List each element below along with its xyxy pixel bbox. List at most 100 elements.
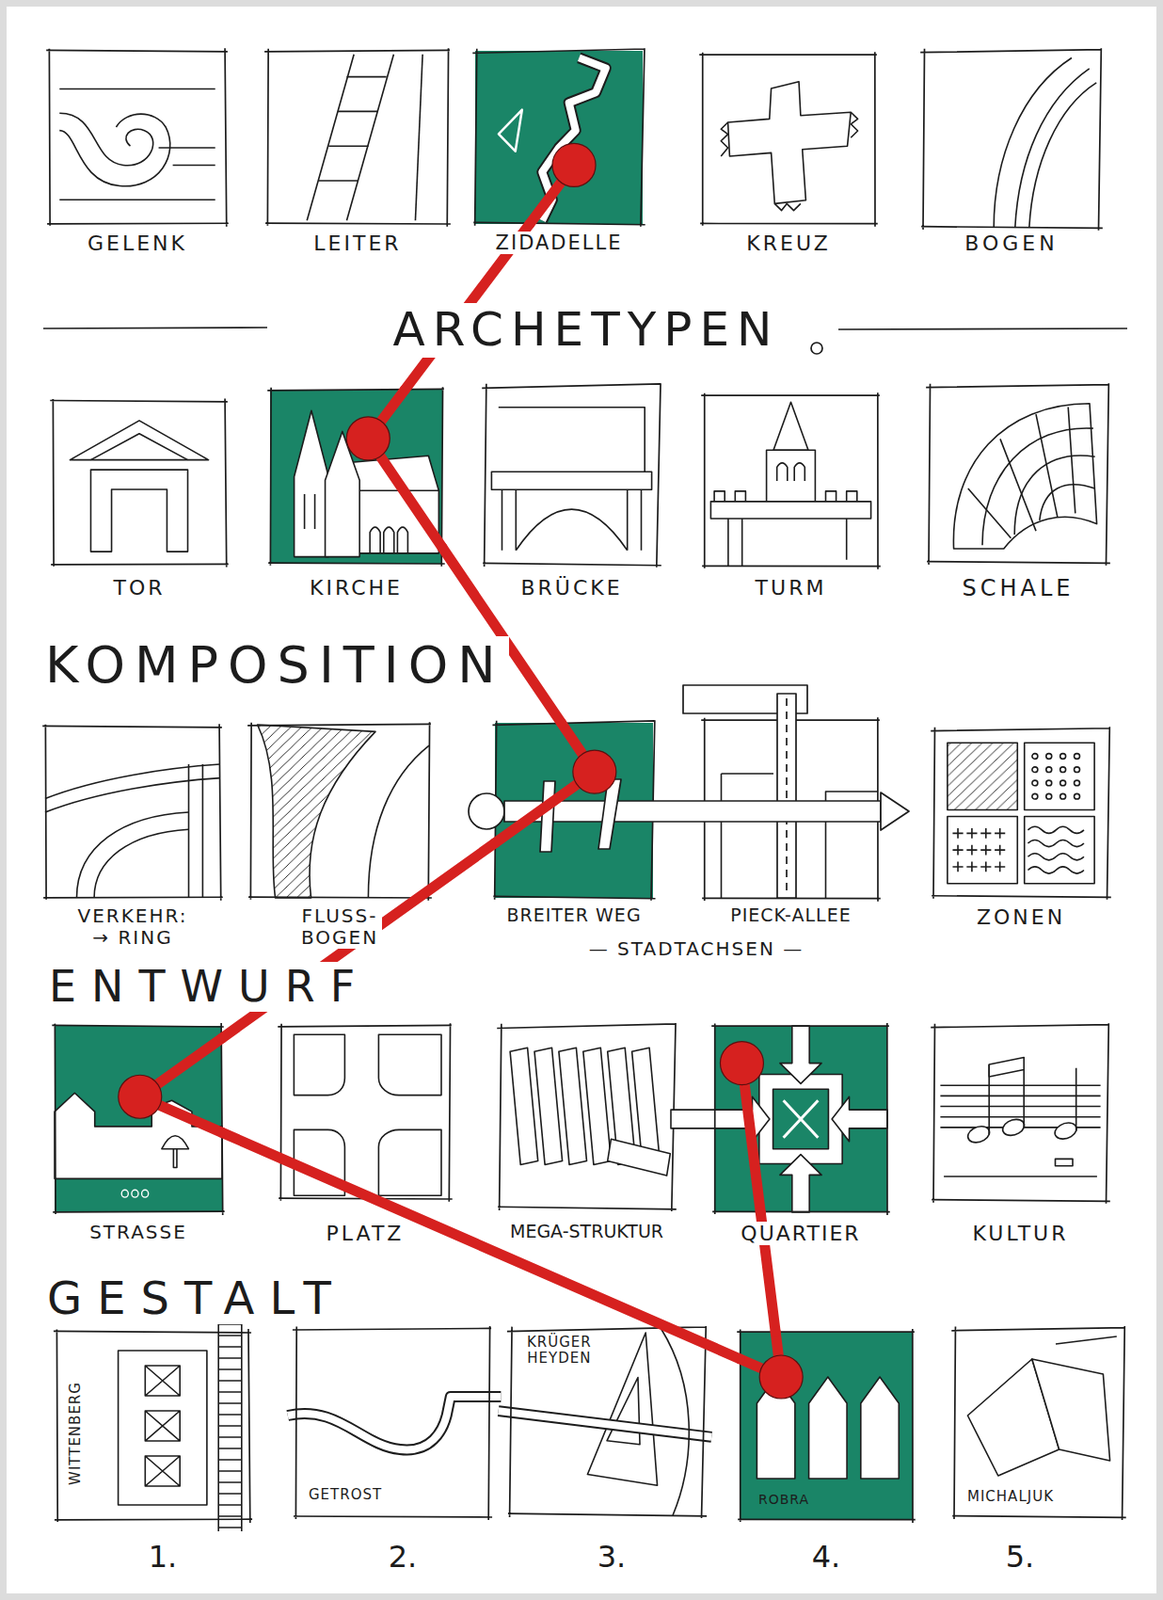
box-label: PIECK-ALLEE: [726, 905, 855, 926]
axis-caption: — STADTACHSEN —: [585, 938, 808, 960]
connector-stub: [741, 1063, 761, 1212]
sketch-stroke: [293, 1034, 345, 1095]
box-outline: [46, 47, 229, 227]
box-sketch: [920, 47, 1103, 231]
sketch-stroke: [943, 1175, 1098, 1178]
sketch-stroke: [1055, 1336, 1117, 1344]
sketch-box: KREUZ: [701, 54, 876, 224]
box-outline: [700, 392, 881, 569]
band-fill: [498, 1410, 713, 1437]
sketch-stroke: [498, 407, 645, 472]
box-sketch: [472, 47, 645, 227]
box-sketch: [53, 1320, 253, 1531]
sketch-stroke: [367, 745, 430, 898]
label-holder: 1.: [144, 1539, 182, 1575]
red-connector: [442, 547, 561, 723]
sketch-stroke: [947, 816, 1018, 884]
sketch-stroke: [728, 81, 852, 205]
sketch-stroke: [968, 1118, 1077, 1143]
box-sketch: [498, 1325, 713, 1518]
sketch-stroke: [607, 1138, 671, 1176]
sketch-stroke: [783, 1099, 819, 1138]
sketch-stroke: [714, 491, 858, 502]
label-holder: 5.: [1002, 1539, 1039, 1575]
box-outline: [49, 398, 229, 567]
box-sketch: [267, 386, 445, 567]
band-outline: [498, 1410, 713, 1437]
sketch-stroke: [947, 742, 1018, 810]
section-heading: ARCHETYPEN: [389, 302, 784, 358]
box-sketch: [699, 51, 878, 226]
sketch-box: ROBRA: [739, 1331, 913, 1520]
box-label: ZONEN: [972, 905, 1069, 929]
box-label: BOGEN: [960, 231, 1062, 255]
sketch-stroke: [378, 1129, 442, 1195]
sketch-stroke: [661, 1328, 690, 1515]
box-sketch: [264, 47, 451, 227]
sketch-stroke: [59, 112, 153, 165]
sketch-stroke: [218, 1320, 242, 1531]
sketch-box: MICHALJUK: [954, 1328, 1124, 1517]
sketch-box: BRÜCKE: [484, 385, 659, 565]
sketch-stroke: [502, 489, 642, 551]
label-holder: — STADTACHSEN —: [585, 938, 808, 960]
sketch-box: TURM: [703, 395, 878, 567]
author-name: ROBRA: [754, 1491, 813, 1507]
red-dot: [118, 1074, 162, 1118]
box-outline: [42, 723, 224, 900]
sketch-box: STRASSE: [54, 1025, 223, 1212]
box-outline: [247, 721, 432, 901]
sketch-box: LEITER: [267, 50, 448, 224]
sketch-box: KRÜGER HEYDEN: [509, 1328, 704, 1515]
sketch-stroke: [304, 493, 316, 529]
box-outline: [51, 1022, 224, 1215]
sketch-stroke: [710, 501, 871, 519]
sketch-stroke: [860, 1376, 899, 1479]
sketch-stroke: [953, 403, 1097, 549]
axis-crossbar: [540, 780, 556, 852]
sketch-box: ZIDADELLE: [475, 50, 643, 224]
label-holder: 2.: [384, 1539, 422, 1575]
label-holder: ENTWURF: [45, 961, 374, 1012]
box-outline: [711, 1022, 891, 1215]
sketch-box: QUARTIER: [714, 1025, 888, 1212]
sketch-stroke: [721, 773, 879, 899]
sketch-box: GETROST: [295, 1328, 490, 1517]
box-label: STRASSE: [85, 1221, 192, 1243]
sketch-box: BREITER WEG: [494, 722, 654, 898]
sketch-stroke: [1015, 68, 1090, 228]
sketch-stroke: [306, 54, 394, 222]
sketch-box: MEGA-STRUKTUR: [499, 1025, 674, 1209]
sketch-stroke: [1024, 742, 1095, 810]
sketch-stroke: [728, 518, 847, 567]
green-ground: [270, 389, 443, 564]
sketch-box: BOGEN: [923, 50, 1100, 228]
sketch-stroke: [982, 428, 1096, 545]
box-label: FLUSS- BOGEN: [297, 905, 383, 949]
sketch-stroke: [414, 54, 423, 222]
box-sketch: [51, 1022, 224, 1215]
sketch-stroke: [988, 1056, 1077, 1134]
sketch-stroke: [606, 1376, 640, 1444]
sketch-stroke: [720, 111, 858, 210]
sketch-stroke: [759, 1073, 843, 1163]
sketch-box: VERKEHR: → RING: [45, 726, 221, 898]
section-heading: GESTALT: [43, 1272, 351, 1324]
sketch-box: TOR: [52, 400, 226, 565]
box-sketch: [700, 392, 881, 569]
box-sketch: [247, 721, 432, 901]
sketch-stroke: [831, 1096, 888, 1142]
sketch-stroke: [59, 198, 215, 201]
sketch-box: GELENK: [48, 50, 226, 224]
sketch-stroke: [587, 1332, 657, 1485]
sketch-box: FLUSS- BOGEN: [250, 724, 430, 898]
sketch-stroke: [498, 110, 523, 152]
green-ground: [475, 50, 643, 224]
box-sketch: [277, 1022, 452, 1202]
label-holder: 4.: [808, 1539, 845, 1575]
axis-start: [468, 793, 505, 829]
sketch-stroke: [558, 1047, 588, 1164]
box-sketch: [736, 1328, 916, 1523]
green-ground: [739, 1331, 913, 1520]
